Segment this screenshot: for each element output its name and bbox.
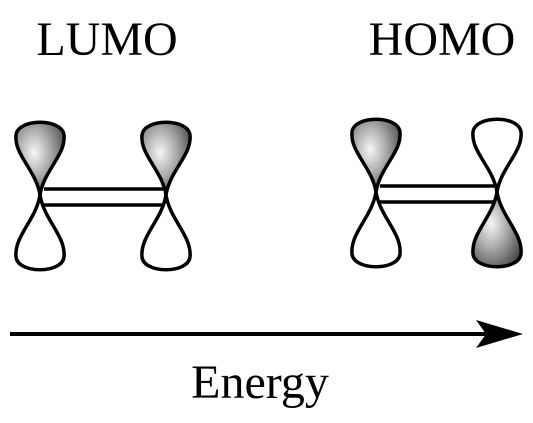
energy-arrow [10, 320, 523, 348]
homo-label: HOMO [369, 13, 516, 66]
energy-label: Energy [191, 356, 329, 409]
homo-right-p-orbital [471, 117, 523, 269]
lumo-left-top-lobe [14, 120, 66, 197]
lumo-label: LUMO [36, 13, 177, 66]
lumo-pi-bond [44, 187, 163, 207]
homo-pi-bond [380, 184, 495, 204]
homo-left-p-orbital [350, 117, 402, 269]
lumo-left-bottom-lobe [14, 193, 66, 272]
homo-left-top-lobe [350, 117, 402, 194]
lumo-left-p-orbital [14, 120, 66, 272]
energy-arrow-head [476, 320, 523, 348]
homo-right-top-lobe [471, 117, 523, 194]
homo-right-bottom-lobe [471, 190, 523, 269]
lumo-right-top-lobe [140, 120, 192, 197]
lumo-right-p-orbital [140, 120, 192, 272]
homo-left-bottom-lobe [350, 190, 402, 269]
lumo-right-bottom-lobe [140, 193, 192, 272]
